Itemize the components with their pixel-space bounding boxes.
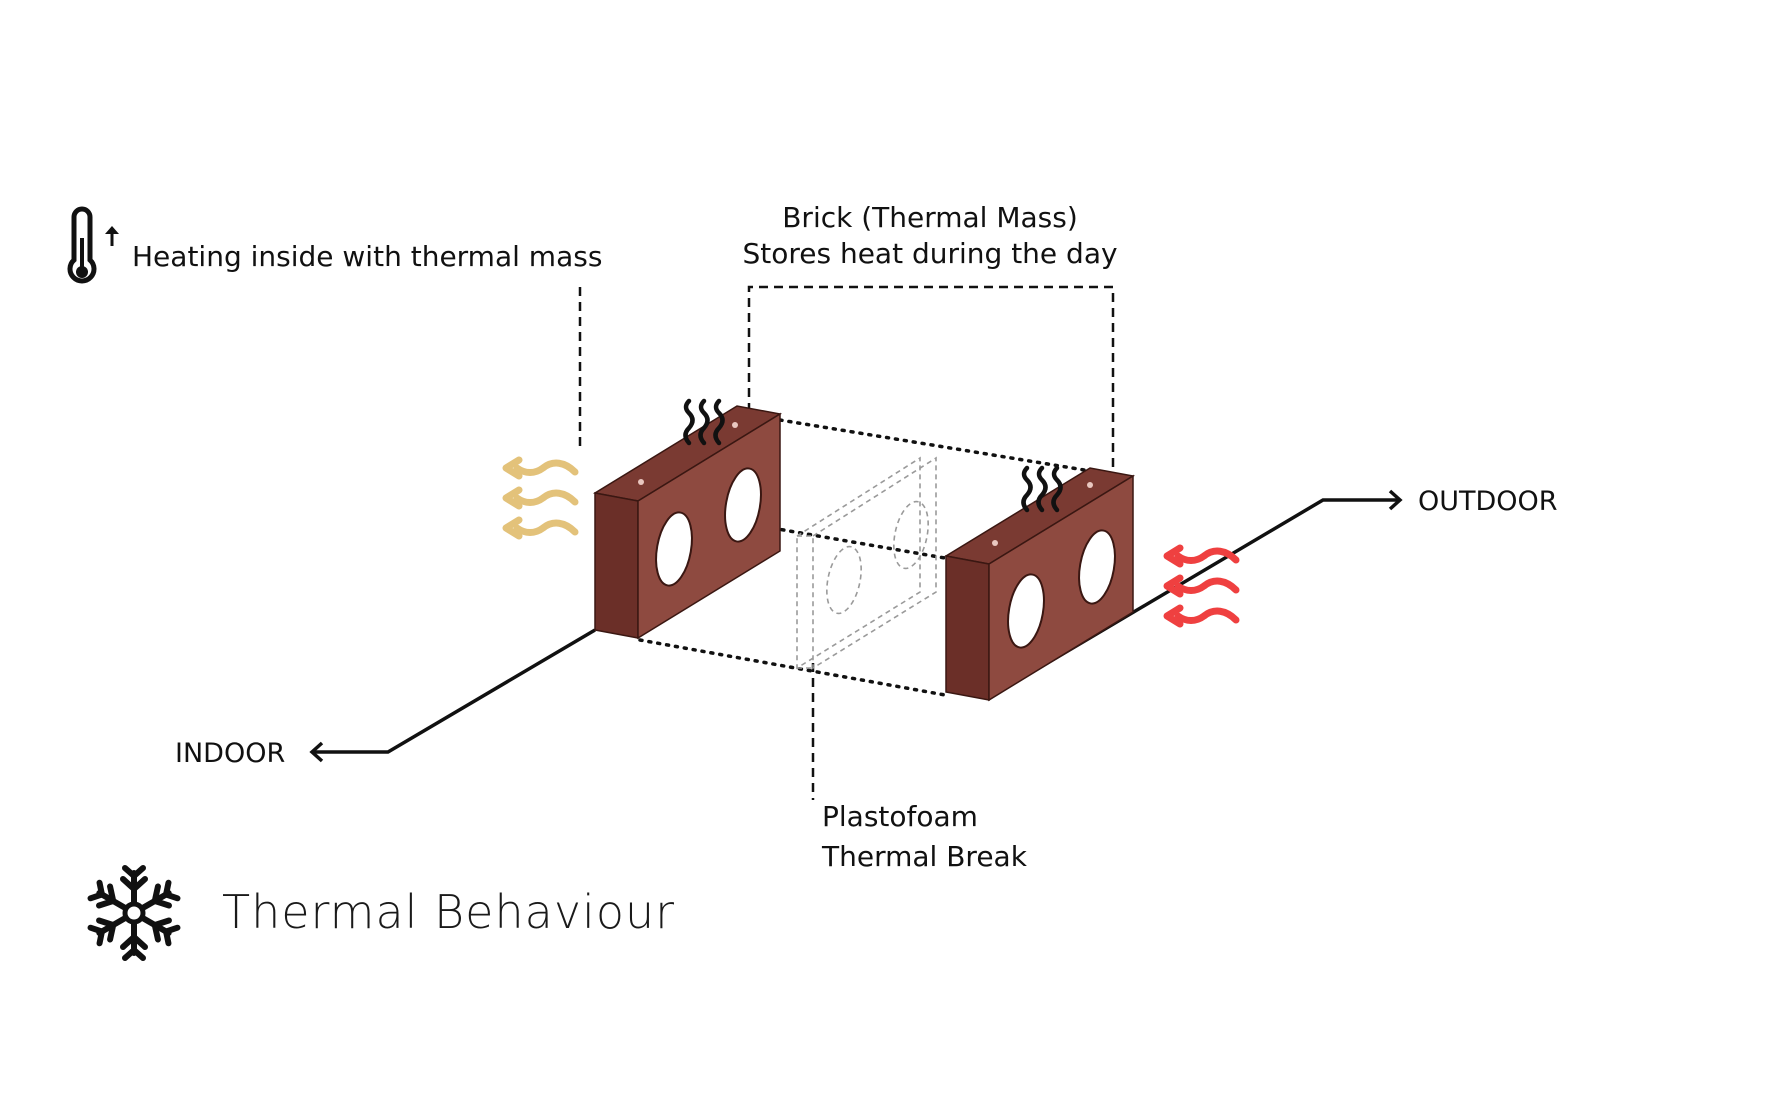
connection-lines [638, 418, 1135, 697]
heat-waves-icon [683, 398, 725, 446]
heating-inside-label: Heating inside with thermal mass [132, 240, 602, 273]
snowflake-icon [90, 865, 179, 958]
plastofoam-panel [796, 456, 937, 670]
indoor-axis-line [312, 628, 596, 754]
axis-lines [309, 489, 1403, 763]
brick-bracket [747, 285, 1115, 470]
plastofoam-label-line2: Thermal Break [821, 840, 1028, 873]
plastofoam-label-line1: Plastofoam [822, 800, 978, 833]
brick-label-line2: Stores heat during the day [742, 237, 1117, 270]
heat-waves-icon [1021, 465, 1063, 513]
warm-air-arrows [502, 456, 579, 540]
brick-left [592, 405, 783, 640]
indoor-label: INDOOR [175, 738, 285, 769]
outdoor-label: OUTDOOR [1418, 486, 1558, 517]
hot-air-arrows [1163, 544, 1240, 628]
brick-right [943, 467, 1136, 702]
brick-label-line1: Brick (Thermal Mass) [782, 201, 1078, 234]
brick-left-side [594, 492, 639, 639]
thermometer-rising-icon [67, 206, 119, 284]
brick-right-side [945, 555, 990, 701]
indoor-arrow-head [309, 741, 324, 763]
outdoor-arrow-head [1388, 489, 1403, 511]
leader-lines [578, 285, 1115, 800]
footer-title: Thermal Behaviour [222, 885, 675, 939]
